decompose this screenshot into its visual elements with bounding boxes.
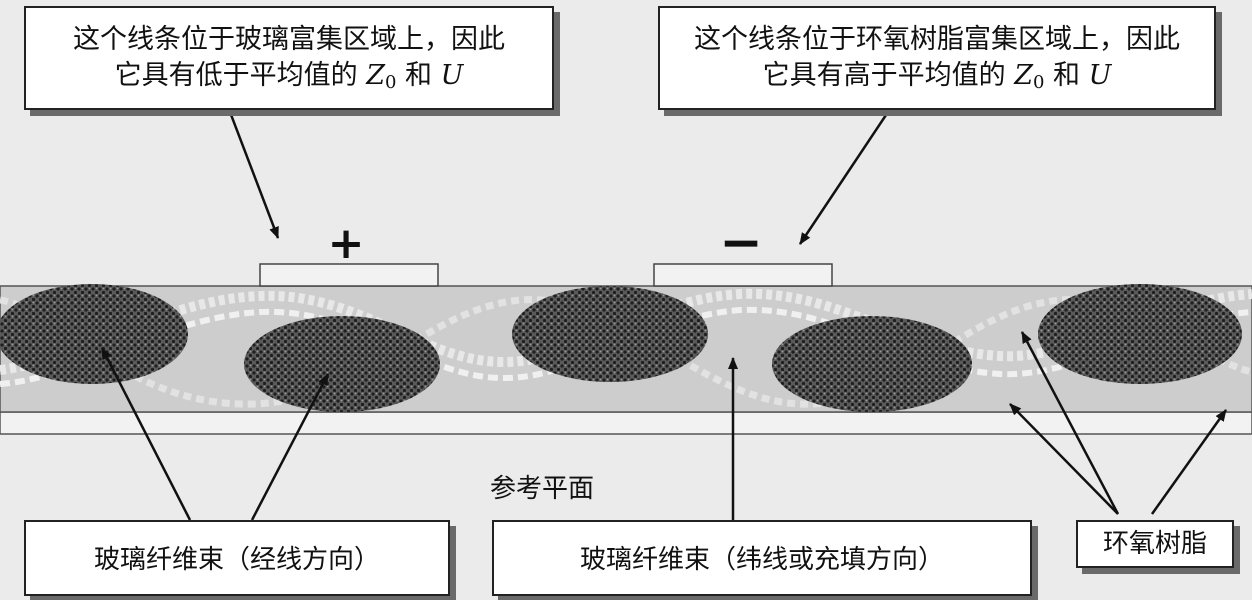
arrow-warp-bundle-1 [100, 347, 192, 521]
fiber-bundle-3 [512, 286, 708, 382]
u-symbol: U [1088, 60, 1112, 91]
arrow-resin-1 [1009, 403, 1119, 515]
label-epoxy-resin: 环氧树脂 [1076, 520, 1234, 568]
arrow-resin-2 [1020, 331, 1120, 515]
callout-epoxy-rich-region: 这个线条位于环氧树脂富集区域上，因此 它具有高于平均值的 Z0 和 U [658, 6, 1216, 110]
fiber-bundle-2 [244, 316, 440, 412]
arrow-glass-rich [228, 111, 280, 239]
z0-subscript: 0 [384, 72, 397, 93]
negative-sign: − [719, 213, 763, 273]
fiber-bundle-5 [1038, 284, 1242, 384]
callout-glass-line1: 这个线条位于玻璃富集区域上，因此 [73, 24, 505, 55]
fiber-bundle-1 [0, 284, 188, 384]
reference-plane-layer [0, 411, 1252, 435]
label-warp-fiber-bundle: 玻璃纤维束（经线方向） [24, 520, 450, 596]
callout-epoxy-line2: 它具有高于平均值的 Z0 和 U [762, 60, 1112, 93]
fiber-bundle-4 [772, 316, 972, 412]
z0-symbol: Z [1014, 60, 1033, 91]
z0-symbol: Z [366, 60, 385, 91]
callout-glass-line2: 它具有低于平均值的 Z0 和 U [114, 60, 464, 93]
u-symbol: U [440, 60, 464, 91]
arrow-warp-bundle-2 [250, 373, 330, 521]
label-fill-fiber-bundle: 玻璃纤维束（纬线或充填方向） [492, 520, 1032, 596]
callout-epoxy-line1: 这个线条位于环氧树脂富集区域上，因此 [694, 24, 1180, 55]
trace-negative [653, 263, 833, 287]
reference-plane-label: 参考平面 [490, 474, 595, 504]
callout-glass-rich-region: 这个线条位于玻璃富集区域上，因此 它具有低于平均值的 Z0 和 U [24, 6, 554, 110]
positive-sign: + [328, 218, 365, 269]
arrow-resin-3 [1150, 409, 1228, 515]
arrow-epoxy-rich [798, 111, 890, 245]
trace-positive [259, 263, 439, 287]
z0-subscript: 0 [1032, 72, 1045, 93]
